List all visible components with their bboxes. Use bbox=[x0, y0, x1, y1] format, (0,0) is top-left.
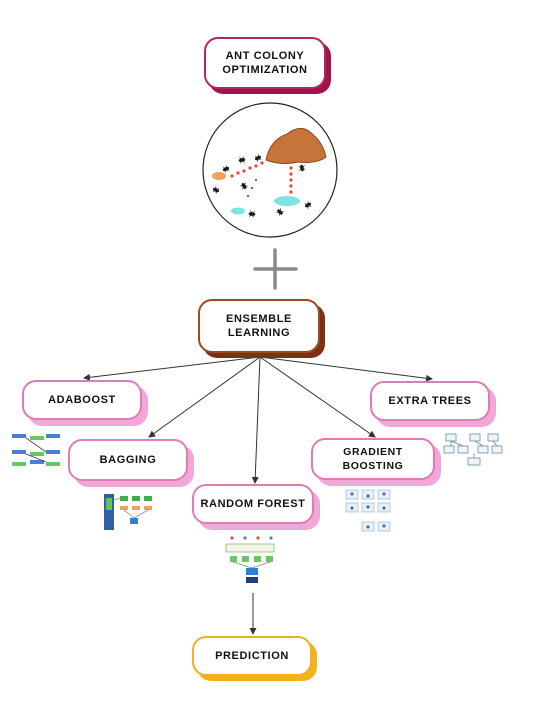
ant-colony-optimization-node: ANT COLONY OPTIMIZATION bbox=[204, 37, 326, 89]
bagging-illustration bbox=[104, 494, 152, 530]
edge-to-extra-trees bbox=[259, 356, 433, 382]
pheromone-trail bbox=[230, 161, 293, 198]
ant-colony-illustration bbox=[202, 102, 338, 238]
ants-group bbox=[212, 154, 312, 218]
small-pool-icon bbox=[231, 207, 245, 215]
gradient-boosting-illustration bbox=[345, 489, 391, 532]
gradient-boosting-node: GRADIENT BOOSTING bbox=[311, 438, 435, 480]
ensemble-line1: ENSEMBLE bbox=[226, 313, 292, 325]
ensemble-line2: LEARNING bbox=[227, 327, 291, 339]
random-forest-node: RANDOM FOREST bbox=[192, 484, 314, 524]
adaboost-illustration bbox=[12, 434, 60, 466]
ensemble-learning-node: ENSEMBLE LEARNING bbox=[198, 299, 320, 353]
edge-to-gradient-boosting bbox=[259, 356, 376, 438]
adaboost-node: ADABOOST bbox=[22, 380, 142, 420]
random-forest-illustration bbox=[225, 536, 275, 583]
aco-line1: ANT COLONY bbox=[225, 50, 305, 62]
connectors bbox=[83, 356, 433, 635]
edge-to-bagging bbox=[148, 356, 261, 438]
bagging-node: BAGGING bbox=[68, 439, 188, 481]
edge-to-adaboost bbox=[83, 356, 261, 381]
prediction-node: PREDICTION bbox=[192, 636, 312, 676]
water-pool-icon bbox=[274, 196, 300, 206]
food-pile-icon bbox=[265, 128, 327, 165]
orange-nest-icon bbox=[212, 172, 226, 180]
edge-to-random-forest bbox=[251, 356, 261, 484]
plus-icon bbox=[253, 248, 298, 290]
extra-trees-node: EXTRA TREES bbox=[370, 381, 490, 421]
aco-line2: OPTIMIZATION bbox=[222, 64, 308, 76]
extra-trees-illustration bbox=[443, 433, 503, 466]
